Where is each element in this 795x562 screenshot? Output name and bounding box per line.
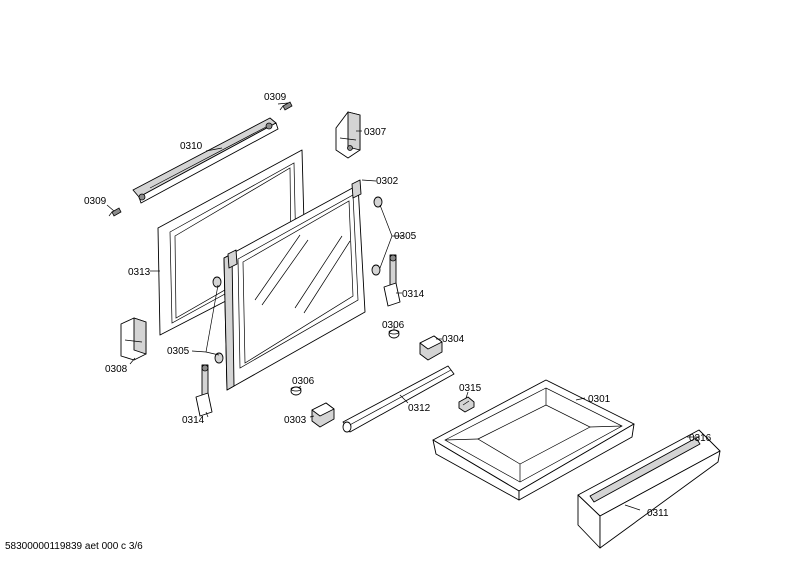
label-0313: 0313 — [128, 267, 151, 278]
part-0305-bushings[interactable] — [212, 196, 383, 364]
part-0314-hinge-left[interactable] — [195, 364, 213, 417]
part-0302-outer-door[interactable] — [223, 179, 366, 391]
label-0310: 0310 — [180, 141, 203, 152]
part-0309-screw-left[interactable] — [108, 207, 122, 217]
label-0315: 0315 — [459, 383, 482, 394]
label-0306-upper: 0306 — [382, 320, 405, 331]
label-0305-left: 0305 — [167, 346, 190, 357]
part-0304-slide-block[interactable] — [419, 335, 443, 361]
part-0306-foot-upper[interactable] — [388, 329, 400, 339]
leader-lines — [106, 102, 700, 511]
label-0306-lower: 0306 — [292, 376, 315, 387]
label-0314-left: 0314 — [182, 415, 205, 426]
part-0311-drawer-front[interactable] — [577, 429, 721, 549]
part-0315-clip[interactable] — [458, 396, 475, 413]
document-footer-id: 58300000119839 aet 000 c 3/6 — [5, 541, 143, 552]
label-0311: 0311 — [647, 508, 669, 519]
label-0304: 0304 — [442, 334, 465, 345]
label-0312: 0312 — [408, 403, 431, 414]
part-0314-hinge-right[interactable] — [383, 254, 401, 307]
label-0302: 0302 — [376, 176, 399, 187]
label-0316: 0316 — [689, 433, 712, 444]
part-0310-top-trim[interactable] — [132, 117, 279, 204]
label-0314-right: 0314 — [402, 289, 425, 300]
label-0305-right: 0305 — [394, 231, 417, 242]
part-0308-bracket[interactable] — [120, 317, 147, 361]
label-0307: 0307 — [364, 127, 387, 138]
label-0309-left: 0309 — [84, 196, 107, 207]
part-0307-bracket[interactable] — [335, 111, 361, 159]
part-0306-foot-lower[interactable] — [290, 386, 302, 396]
part-0301-drawer-tray[interactable] — [432, 379, 635, 501]
label-0309-top: 0309 — [264, 92, 287, 103]
label-0308: 0308 — [105, 364, 128, 375]
part-0303-slide-block[interactable] — [311, 402, 335, 428]
part-0312-handle-bar[interactable] — [342, 365, 455, 433]
label-0301: 0301 — [588, 394, 611, 405]
label-0303: 0303 — [284, 415, 307, 426]
